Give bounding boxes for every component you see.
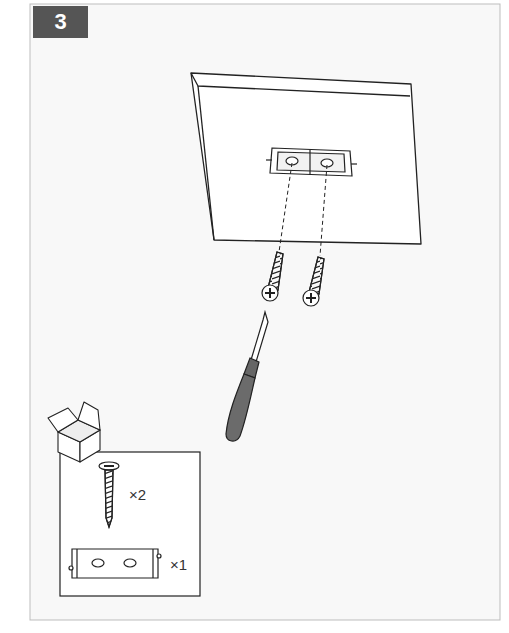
parts-inset [60,452,200,596]
mounting-bracket [266,148,357,176]
guide-lines [279,163,327,256]
screw [303,257,324,306]
quantity-label: ×1 [170,557,187,572]
step-tab [33,6,88,38]
step-number: 3 [54,11,66,33]
wall-board [191,73,421,244]
screwdriver [226,312,268,441]
quantity-label: ×2 [129,487,146,502]
step-panel [30,4,500,620]
parts-box-icon [48,402,100,462]
mounting-bracket [69,549,161,578]
screw [99,462,119,527]
screw [262,252,283,301]
